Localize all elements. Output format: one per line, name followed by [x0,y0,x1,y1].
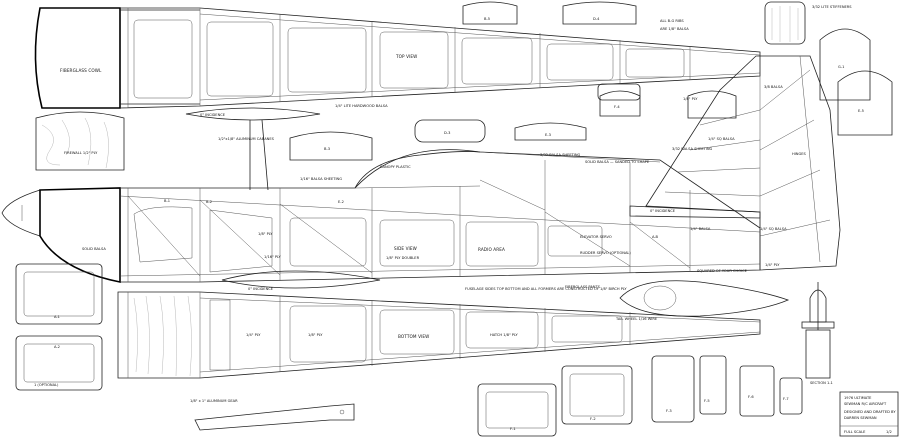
side-cowl [39,187,121,283]
former-d4-label: D-4 [593,17,600,21]
former-f5-label: F-5 [704,399,710,403]
svg-text:0° INCIDENCE: 0° INCIDENCE [650,209,676,213]
svg-text:1/8" PLY: 1/8" PLY [683,97,698,101]
svg-text:1/4" PLY: 1/4" PLY [765,263,780,267]
left-formers: A-1 A-2 1 (OPTIONAL) [15,263,103,391]
title-line4: DARREN SEWMAN [844,416,877,420]
bottom-view-label: BOTTOM VIEW [398,334,429,339]
mid-formers: 1/4" LITE HARDWOOD BALSA D-3 B-3 E-3 F-4… [289,83,737,169]
svg-text:CANOPY PLASTIC: CANOPY PLASTIC [380,165,411,169]
svg-text:1/4" BALSA: 1/4" BALSA [690,227,711,231]
former-b5-label: B-5 [484,17,490,21]
ply-1-16-label: 1/16" PLY [264,255,282,259]
section-label: SECTION 1-1 [810,381,833,385]
svg-text:1/4" PLY: 1/4" PLY [246,333,261,337]
svg-text:B-2: B-2 [206,200,212,204]
hatch-label: HATCH 1/8" PLY [490,333,518,337]
svg-text:SOLID BALSA: SOLID BALSA [82,247,106,251]
svg-text:1/4" SQ BALSA: 1/4" SQ BALSA [760,227,787,231]
former-a1-label: A-1 [54,315,60,319]
svg-text:1/8" PLY: 1/8" PLY [308,333,323,337]
former-e3-label: E-3 [545,133,551,137]
top-view: FIBERGLASS COWL TOP VIEW [34,7,761,109]
bottom-view-outline [117,291,761,379]
former-b3-label: B-3 [324,147,330,151]
former-f3-label: F-3 [666,409,672,413]
rudder-fin: HINGES 1/8" PLY 3/8 BALSA 1/4" SQ BALSA … [645,55,841,273]
bottom-view: BOTTOM VIEW HATCH 1/8" PLY 1/4" PLY 1/8"… [117,291,761,379]
title-line3: DESIGNED AND DRAFTED BY [844,410,896,414]
radio-area-label: RADIO AREA [478,247,505,252]
balsa-sheeting-label: 1/16" BALSA SHEETING [300,177,342,181]
fin-outline [645,55,841,271]
landing-gear-detail: 1/8" x 1" ALUMINUM GEAR [190,399,355,431]
are-balsa-label: ARE 1/8" BALSA [660,27,689,31]
svg-text:SQUARED OF YOUR CHOICE: SQUARED OF YOUR CHOICE [697,269,748,273]
ply-1-8-label: 1/8" PLY [258,232,273,236]
title-block: 1976 ULTIMATE SEWMAN R/C AIRCRAFT DESIGN… [839,391,899,437]
side-fuselage-outline [120,149,761,283]
side-view: SIDE VIEW 1/8" PLY DOUBLER RADIO AREA EL… [1,149,761,291]
stiffeners-label: 3/32 LITE STIFFENERS [812,5,852,9]
tail-wheel-label: TAIL WHEEL 1/16 WIRE [615,317,658,321]
aluminum-gear-label: 1/8" x 1" ALUMINUM GEAR [190,399,238,403]
hardwood-balsa-label: 1/4" LITE HARDWOOD BALSA [335,104,388,108]
former-g1-label: G-1 [838,65,844,69]
former-f2-label: F-2 [590,417,596,421]
bottom-formers: F-1 F-2 F-3 F-5 F-6 F-7 [477,355,803,437]
ply-doubler-label: 1/8" PLY DOUBLER [386,256,420,260]
svg-text:1/4" SQ BALSA: 1/4" SQ BALSA [708,137,735,141]
former-f7-label: F-7 [783,397,789,401]
side-view-label: SIDE VIEW [394,246,417,251]
sheet-number: 1/2 [886,430,892,434]
canopy [354,151,481,189]
lower-wing-airfoil [221,270,381,289]
rudder-servo-label: RUDDER SERVO (OPTIONAL) [580,251,631,255]
top-formers: B-5 D-4 ALL B-G RIBS ARE 1/8" BALSA 3/32… [462,1,893,136]
top-view-outline [119,7,761,109]
title-line1: 1976 ULTIMATE [844,396,872,400]
section-detail: SECTION 1-1 [801,282,835,385]
top-view-cowl [34,7,121,109]
elevator-servo-label: ELEVATOR SERVO [580,235,612,239]
wheel-pant: TAIL WHEEL 1/16 WIRE [615,280,790,321]
spinner [1,189,41,237]
svg-text:A-B: A-B [652,235,659,239]
former-f4-label: F-4 [614,105,620,109]
upper-wing-strut: 0° INCIDENCE 1/2"x1/8" ALUMINUM CABANES [185,107,321,191]
firewall-block: FIREWALL 1/2" PLY [35,111,125,171]
former-optional-label: 1 (OPTIONAL) [34,383,59,387]
firewall-label: FIREWALL 1/2" PLY [64,151,98,155]
title-line2: SEWMAN R/C AIRCRAFT [844,402,887,406]
svg-text:0° INCIDENCE: 0° INCIDENCE [248,287,274,291]
fuselage-note: FUSELAGE SIDES TOP BOTTOM AND ALL FORMER… [465,287,627,291]
former-e5-label: E-5 [858,109,864,113]
former-a2-label: A-2 [54,345,60,349]
svg-text:0° INCIDENCE: 0° INCIDENCE [200,113,226,117]
former-f6-label: F-6 [748,395,754,399]
all-ribs-label: ALL B-G RIBS [660,19,684,23]
aluminum-cabane-label: 1/2"x1/8" ALUMINUM CABANES [218,137,275,141]
scale-label: FULL SCALE [844,430,866,434]
top-view-cowl-label: FIBERGLASS COWL [60,68,102,73]
fiberglass-pants-label: FIBERGLASS PANTS [565,285,601,289]
top-view-label: TOP VIEW [395,54,417,59]
former-d3-label: D-3 [444,131,450,135]
svg-text:SOLID BALSA — SANDED TO SHAPE: SOLID BALSA — SANDED TO SHAPE [585,160,650,164]
svg-text:3/32 BALSA SHEETING: 3/32 BALSA SHEETING [540,153,581,157]
svg-text:3/8 BALSA: 3/8 BALSA [764,85,783,89]
former-f1-label: F-1 [510,427,516,431]
hinges-label: HINGES [792,152,807,156]
svg-text:E-2: E-2 [338,200,344,204]
svg-text:B-1: B-1 [164,199,170,203]
svg-text:3/32 BALSA SHEETING: 3/32 BALSA SHEETING [672,147,713,151]
